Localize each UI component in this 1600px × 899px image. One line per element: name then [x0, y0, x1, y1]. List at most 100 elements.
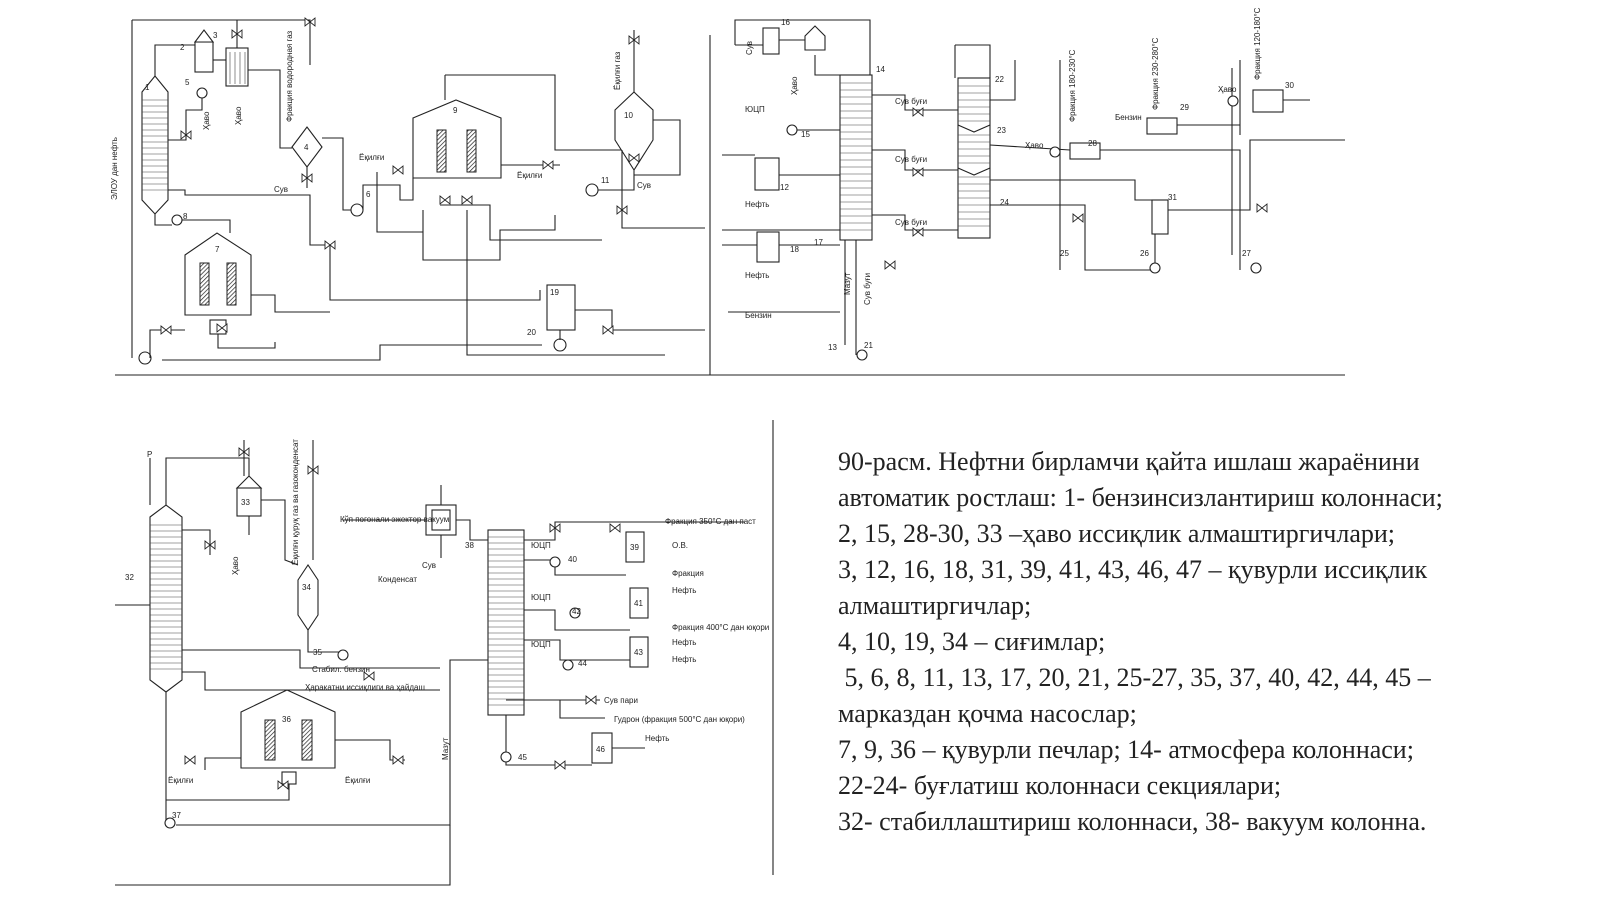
label-oil-2: Нефть — [672, 638, 696, 647]
tag-24: 24 — [1000, 198, 1009, 207]
tag-40: 40 — [568, 555, 577, 564]
tag-5: 5 — [185, 78, 190, 87]
caption-line: 32- стабиллаштириш колоннаси, 38- вакуум… — [838, 807, 1427, 836]
label-oil-4: Нефть — [645, 734, 669, 743]
tag-3: 3 — [213, 31, 218, 40]
top-left-scheme: 1 2 3 4 5 6 7 8 9 ЭЛОУ дан нефть Ҳаво Ҳа… — [110, 17, 665, 365]
tag-16: 16 — [781, 18, 790, 27]
tag-22: 22 — [995, 75, 1004, 84]
label-steam-3: Сув буғи — [895, 218, 927, 227]
tag-10: 10 — [624, 111, 633, 120]
figure-caption: 90-расм. Нефтни бирламчи қайта ишлаш жар… — [838, 444, 1578, 840]
tag-42: 42 — [572, 607, 581, 616]
tag-43: 43 — [634, 648, 643, 657]
tag-28: 28 — [1088, 139, 1097, 148]
tag-30: 30 — [1285, 81, 1294, 90]
caption-line: марказдан қочма насослар; — [838, 699, 1137, 728]
label-mazut: Мазут — [843, 272, 852, 295]
tag-13: 13 — [828, 343, 837, 352]
tag-2: 2 — [180, 43, 185, 52]
label-gas: Фракция водородная газ — [285, 30, 294, 122]
tag-6: 6 — [366, 190, 371, 199]
tag-12: 12 — [780, 183, 789, 192]
tag-18: 18 — [790, 245, 799, 254]
caption-line: 3, 12, 16, 18, 31, 39, 41, 43, 46, 47 – … — [838, 555, 1428, 584]
label-air-2: Ҳаво — [234, 106, 243, 125]
label-to-storage: Ҳаракатни иссиқлиги ва ҳайдаш — [305, 683, 425, 692]
label-water-1: Сув — [274, 185, 288, 194]
label-cut-1: Фракция 180-230°C — [1068, 49, 1077, 122]
tag-17: 17 — [814, 238, 823, 247]
label-ocp-3: ЮЦП — [531, 640, 551, 649]
label-kerosene: Бензин — [1115, 113, 1142, 122]
label-fuel-1: Ёқилғи — [168, 776, 193, 785]
tag-19: 19 — [550, 288, 559, 297]
label-ob: О.В. — [672, 541, 688, 550]
tag-11: 11 — [601, 176, 610, 185]
label-air: Ҳаво — [231, 556, 240, 575]
label-ocp-1: ЮЦП — [531, 541, 551, 550]
tag-37: 37 — [172, 811, 181, 820]
label-air-1: Ҳаво — [202, 111, 211, 130]
label-steam-4: Сув буғи — [863, 273, 872, 305]
label-water-2: Сув — [637, 181, 651, 190]
caption-line: алмаштиргичлар; — [838, 591, 1032, 620]
tag-45: 45 — [518, 753, 527, 762]
tag-46: 46 — [596, 745, 605, 754]
column-1 — [141, 75, 169, 215]
label-oil-3: Нефть — [672, 655, 696, 664]
label-oil-1: Нефть — [672, 586, 696, 595]
tag-9: 9 — [453, 106, 458, 115]
tag-23: 23 — [997, 126, 1006, 135]
label-oil-1: Нефть — [745, 200, 769, 209]
label-air-4: Ҳаво — [1025, 141, 1044, 150]
label-vacuum: Кўп погонали эжектор вакуум — [340, 515, 449, 524]
tag-39: 39 — [630, 543, 639, 552]
tag-29: 29 — [1180, 103, 1189, 112]
label-fuel-2: Ёқилғи — [517, 171, 542, 180]
label-stab-gasoline: Стабил. бензин — [312, 665, 370, 674]
label-fuel-gas: Ёқилғи газ — [613, 51, 622, 90]
label-feed: ЭЛОУ дан нефть — [110, 137, 119, 200]
tag-25: 25 — [1060, 249, 1069, 258]
tag-p: P — [147, 450, 152, 459]
label-oil-2: Нефть — [745, 271, 769, 280]
top-middle-scheme: 10 11 19 20 Ёқилғи газ Сув — [115, 30, 1345, 376]
caption-line: 7, 9, 36 – қувурли печлар; 14- атмосфера… — [838, 735, 1414, 764]
tag-4: 4 — [304, 143, 309, 152]
tag-32: 32 — [125, 573, 134, 582]
tag-8: 8 — [183, 212, 188, 221]
tag-31: 31 — [1168, 193, 1177, 202]
tag-14: 14 — [876, 65, 885, 74]
tag-41: 41 — [634, 599, 643, 608]
label-water: Сув — [422, 561, 436, 570]
tag-26: 26 — [1140, 249, 1149, 258]
label-cut-400: Фракция 400°С дан юқори — [672, 623, 769, 632]
tag-20: 20 — [527, 328, 536, 337]
tag-21: 21 — [864, 341, 873, 350]
label-fraction: Фракция — [672, 569, 704, 578]
caption-line: 5, 6, 8, 11, 13, 17, 20, 21, 25-27, 35, … — [838, 663, 1431, 692]
tag-44: 44 — [578, 659, 587, 668]
caption-line: 4, 10, 19, 34 – сиғимлар; — [838, 627, 1106, 656]
label-fuel-1: Ёқилғи — [359, 153, 384, 162]
label-cut-2: Фракция 230-280°C — [1151, 37, 1160, 110]
label-mazut: Мазут — [441, 737, 450, 760]
label-cut-3: Фракция 120-180°C — [1253, 7, 1262, 80]
tag-27: 27 — [1242, 249, 1251, 258]
tag-36: 36 — [282, 715, 291, 724]
tag-7: 7 — [215, 245, 220, 254]
caption-line: автоматик ростлаш: 1- бензинсизлантириш … — [838, 483, 1443, 512]
label-condensate: Конденсат — [378, 575, 417, 584]
label-cut-350: Фракция 350°С дан паст — [665, 517, 756, 526]
tag-38: 38 — [465, 541, 474, 550]
tag-15: 15 — [801, 130, 810, 139]
label-ocp: ЮЦП — [745, 105, 765, 114]
top-right-scheme: 16 14 15 12 17 18 22 23 24 25 26 27 28 2… — [722, 7, 1345, 361]
caption-line: 22-24- буғлатиш колоннаси секциялари; — [838, 771, 1282, 800]
label-gas-fraction: Ёқилғи қуруқ газ ва газоконденсат — [291, 439, 300, 565]
tag-34: 34 — [302, 583, 311, 592]
label-air-3: Ҳаво — [790, 76, 799, 95]
label-air-5: Ҳаво — [1218, 85, 1237, 94]
